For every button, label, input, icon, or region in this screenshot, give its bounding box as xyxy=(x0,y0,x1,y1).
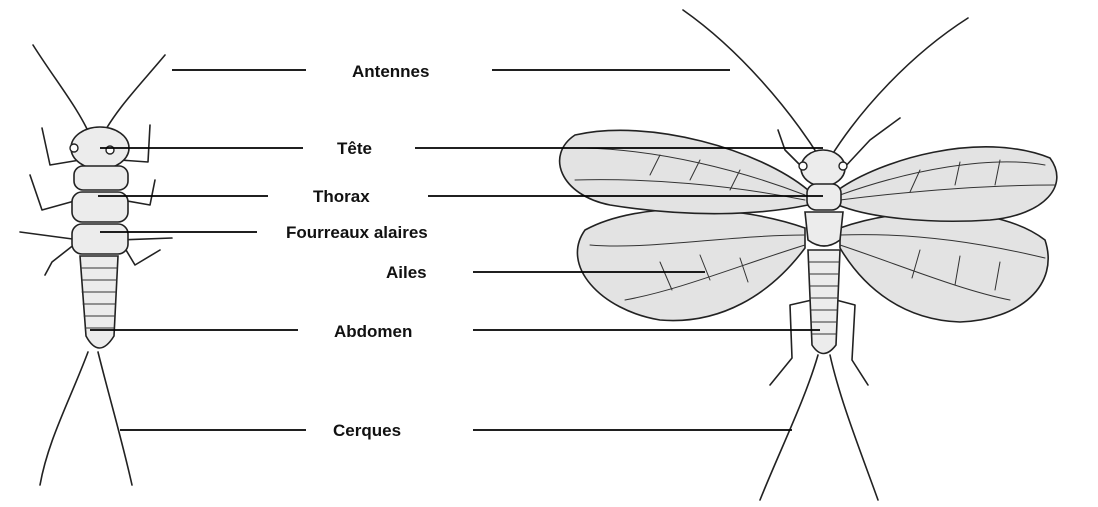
label-antennes: Antennes xyxy=(352,62,429,81)
label-tete: Tête xyxy=(337,139,372,158)
larva-illustration xyxy=(20,45,172,485)
label-thorax: Thorax xyxy=(313,187,370,206)
labels: Antennes Tête Thorax Fourreaux alaires A… xyxy=(286,62,429,440)
adult-illustration xyxy=(560,10,1057,500)
label-cerques: Cerques xyxy=(333,421,401,440)
label-ailes: Ailes xyxy=(386,263,427,282)
label-fourreaux-alaires: Fourreaux alaires xyxy=(286,223,428,242)
label-abdomen: Abdomen xyxy=(334,322,412,341)
